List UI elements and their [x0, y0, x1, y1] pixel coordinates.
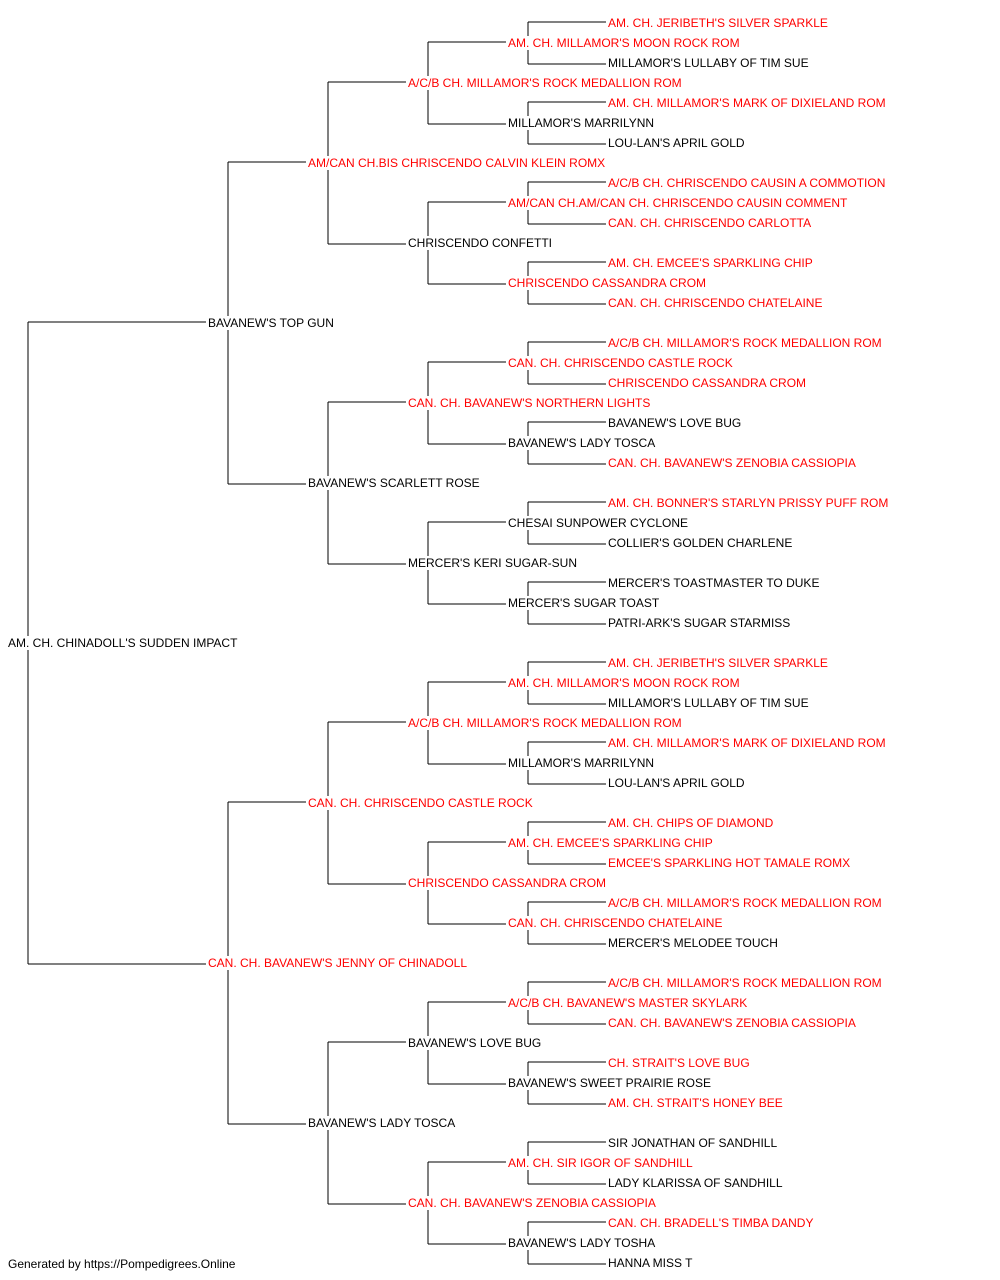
ancestor-name: CHESAI SUNPOWER CYCLONE: [507, 516, 690, 530]
ancestor-name: HANNA MISS T: [607, 1256, 694, 1270]
ancestor-name: CAN. CH. CHRISCENDO CASTLE ROCK: [507, 356, 734, 370]
ancestor-name: LOU-LAN'S APRIL GOLD: [607, 776, 746, 790]
ancestor-name: MILLAMOR'S LULLABY OF TIM SUE: [607, 56, 810, 70]
ancestor-name: MERCER'S TOASTMASTER TO DUKE: [607, 576, 821, 590]
ancestor-name: A/C/B CH. MILLAMOR'S ROCK MEDALLION ROM: [407, 716, 683, 730]
ancestor-name: BAVANEW'S TOP GUN: [207, 316, 335, 330]
ancestor-name: AM/CAN CH.AM/CAN CH. CHRISCENDO CAUSIN C…: [507, 196, 849, 210]
ancestor-name: AM/CAN CH.BIS CHRISCENDO CALVIN KLEIN RO…: [307, 156, 607, 170]
ancestor-name: EMCEE'S SPARKLING HOT TAMALE ROMX: [607, 856, 852, 870]
ancestor-name: AM. CH. EMCEE'S SPARKLING CHIP: [607, 256, 814, 270]
ancestor-name: CAN. CH. CHRISCENDO CASTLE ROCK: [307, 796, 534, 810]
ancestor-name: LADY KLARISSA OF SANDHILL: [607, 1176, 784, 1190]
ancestor-name: CAN. CH. CHRISCENDO CARLOTTA: [607, 216, 813, 230]
ancestor-name: CAN. CH. BAVANEW'S ZENOBIA CASSIOPIA: [407, 1196, 657, 1210]
ancestor-name: CAN. CH. CHRISCENDO CHATELAINE: [507, 916, 724, 930]
ancestor-name: CAN. CH. BAVANEW'S ZENOBIA CASSIOPIA: [607, 1016, 857, 1030]
ancestor-name: MERCER'S SUGAR TOAST: [507, 596, 661, 610]
ancestor-name: AM. CH. JERIBETH'S SILVER SPARKLE: [607, 16, 829, 30]
ancestor-name: BAVANEW'S LADY TOSCA: [507, 436, 657, 450]
ancestor-name: BAVANEW'S LADY TOSHA: [507, 1236, 657, 1250]
ancestor-name: AM. CH. STRAIT'S HONEY BEE: [607, 1096, 784, 1110]
ancestor-name: CAN. CH. CHRISCENDO CHATELAINE: [607, 296, 824, 310]
ancestor-name: MERCER'S KERI SUGAR-SUN: [407, 556, 578, 570]
ancestor-name: AM. CH. BONNER'S STARLYN PRISSY PUFF ROM: [607, 496, 890, 510]
ancestor-name: CHRISCENDO CASSANDRA CROM: [607, 376, 808, 390]
ancestor-name: MILLAMOR'S MARRILYNN: [507, 756, 656, 770]
ancestor-name: BAVANEW'S SWEET PRAIRIE ROSE: [507, 1076, 712, 1090]
ancestor-name: COLLIER'S GOLDEN CHARLENE: [607, 536, 794, 550]
ancestor-name: CAN. CH. BAVANEW'S ZENOBIA CASSIOPIA: [607, 456, 857, 470]
ancestor-name: SIR JONATHAN OF SANDHILL: [607, 1136, 779, 1150]
ancestor-name: LOU-LAN'S APRIL GOLD: [607, 136, 746, 150]
ancestor-name: AM. CH. MILLAMOR'S MOON ROCK ROM: [507, 676, 741, 690]
ancestor-name: CH. STRAIT'S LOVE BUG: [607, 1056, 751, 1070]
ancestor-name: MERCER'S MELODEE TOUCH: [607, 936, 779, 950]
ancestor-name: AM. CH. MILLAMOR'S MARK OF DIXIELAND ROM: [607, 96, 887, 110]
ancestor-name: AM. CH. MILLAMOR'S MOON ROCK ROM: [507, 36, 741, 50]
ancestor-name: BAVANEW'S LOVE BUG: [407, 1036, 543, 1050]
ancestor-name: MILLAMOR'S LULLABY OF TIM SUE: [607, 696, 810, 710]
ancestor-name: A/C/B CH. MILLAMOR'S ROCK MEDALLION ROM: [407, 76, 683, 90]
ancestor-name: A/C/B CH. MILLAMOR'S ROCK MEDALLION ROM: [607, 896, 883, 910]
ancestor-name: CAN. CH. BRADELL'S TIMBA DANDY: [607, 1216, 815, 1230]
ancestor-name: AM. CH. EMCEE'S SPARKLING CHIP: [507, 836, 714, 850]
ancestor-name: CAN. CH. BAVANEW'S NORTHERN LIGHTS: [407, 396, 652, 410]
ancestor-name: MILLAMOR'S MARRILYNN: [507, 116, 656, 130]
ancestor-name: CHRISCENDO CASSANDRA CROM: [407, 876, 608, 890]
ancestor-name: BAVANEW'S LADY TOSCA: [307, 1116, 457, 1130]
ancestor-name: A/C/B CH. MILLAMOR'S ROCK MEDALLION ROM: [607, 976, 883, 990]
ancestor-name: AM. CH. MILLAMOR'S MARK OF DIXIELAND ROM: [607, 736, 887, 750]
subject-name: AM. CH. CHINADOLL'S SUDDEN IMPACT: [7, 636, 239, 650]
ancestor-name: BAVANEW'S SCARLETT ROSE: [307, 476, 481, 490]
footer-credit: Generated by https://Pompedigrees.Online: [8, 1257, 236, 1271]
ancestor-name: AM. CH. CHIPS OF DIAMOND: [607, 816, 775, 830]
ancestor-name: CAN. CH. BAVANEW'S JENNY OF CHINADOLL: [207, 956, 469, 970]
ancestor-name: BAVANEW'S LOVE BUG: [607, 416, 743, 430]
ancestor-name: A/C/B CH. CHRISCENDO CAUSIN A COMMOTION: [607, 176, 887, 190]
ancestor-name: CHRISCENDO CONFETTI: [407, 236, 553, 250]
ancestor-name: A/C/B CH. BAVANEW'S MASTER SKYLARK: [507, 996, 749, 1010]
ancestor-name: CHRISCENDO CASSANDRA CROM: [507, 276, 708, 290]
ancestor-name: AM. CH. SIR IGOR OF SANDHILL: [507, 1156, 694, 1170]
ancestor-name: A/C/B CH. MILLAMOR'S ROCK MEDALLION ROM: [607, 336, 883, 350]
ancestor-name: PATRI-ARK'S SUGAR STARMISS: [607, 616, 792, 630]
ancestor-name: AM. CH. JERIBETH'S SILVER SPARKLE: [607, 656, 829, 670]
